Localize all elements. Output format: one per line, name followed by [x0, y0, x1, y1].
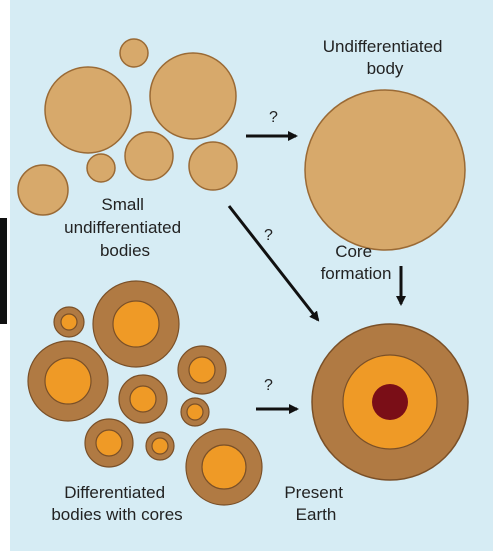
label-undifferentiated-body-line2: body	[367, 59, 404, 78]
label-undifferentiated-body-line1: Undifferentiated	[323, 37, 443, 56]
present-earth	[312, 324, 468, 480]
label-core-formation-line2: formation	[321, 264, 392, 283]
small-body	[120, 39, 148, 67]
label-present-earth-line1: Present	[284, 483, 343, 502]
small-body	[18, 165, 68, 215]
differentiated-body	[146, 432, 174, 460]
differentiated-body	[119, 375, 167, 423]
label-differentiated-bodies-line2: bodies with cores	[51, 505, 182, 524]
question-mark-bottom: ?	[264, 377, 273, 394]
label-present-earth-line2: Earth	[296, 505, 337, 524]
label-small-bodies-line3: bodies	[100, 241, 150, 260]
label-differentiated-bodies-line1: Differentiated	[64, 483, 165, 502]
differentiated-body	[178, 346, 226, 394]
differentiated-body	[186, 429, 262, 505]
differentiated-body	[93, 281, 179, 367]
small-body	[189, 142, 237, 190]
label-core-formation-line1: Core	[335, 242, 372, 261]
small-body	[45, 67, 131, 153]
left-dark-bar	[0, 218, 7, 324]
differentiated-body	[54, 307, 84, 337]
undifferentiated-body	[305, 90, 465, 250]
small-body	[125, 132, 173, 180]
question-mark-top: ?	[269, 109, 278, 126]
differentiated-body	[28, 341, 108, 421]
differentiated-body	[85, 419, 133, 467]
question-mark-middle: ?	[264, 227, 273, 244]
differentiated-body	[181, 398, 209, 426]
small-body	[150, 53, 236, 139]
small-body	[87, 154, 115, 182]
label-small-bodies-line2: undifferentiated	[64, 218, 181, 237]
earth-inner-core	[372, 384, 408, 420]
label-small-bodies-line1: Small	[101, 195, 144, 214]
